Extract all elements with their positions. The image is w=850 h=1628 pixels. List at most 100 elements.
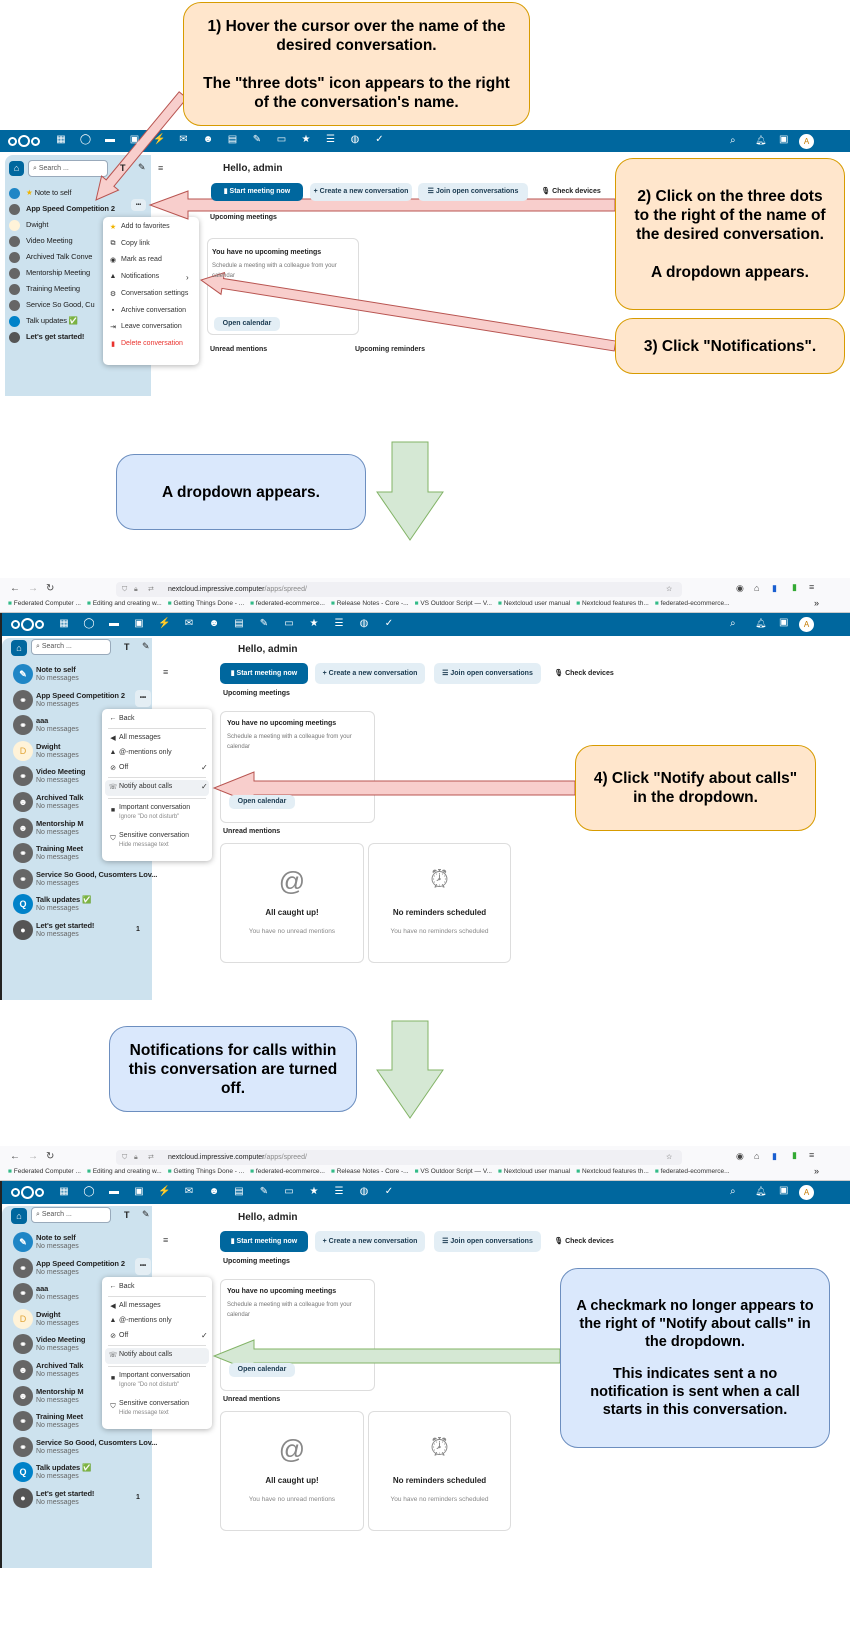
create-conversation-button[interactable]: + Create a new conversation bbox=[310, 183, 412, 201]
conversation-item[interactable]: ⚭ Service So Good, Cusomters Lov... No m… bbox=[6, 1435, 157, 1460]
conversation-actions-button[interactable]: ••• bbox=[135, 690, 151, 707]
forward-icon[interactable]: → bbox=[28, 583, 38, 594]
toggle-sidebar-icon[interactable]: ≡ bbox=[158, 163, 164, 173]
menu-item[interactable]: ▮ Delete conversation bbox=[108, 340, 196, 354]
join-open-button[interactable]: ☰ Join open conversations bbox=[434, 1231, 541, 1252]
search-icon[interactable]: ⌕ bbox=[730, 618, 736, 629]
submenu-item-back[interactable]: ← Back bbox=[105, 1280, 209, 1295]
conversation-item[interactable]: ★ Note to self bbox=[7, 186, 147, 201]
check-devices-button[interactable]: 🎙︎ Check devices bbox=[554, 1238, 614, 1245]
back-icon[interactable]: ← bbox=[10, 1151, 20, 1162]
bookmark-item[interactable]: ■ federated-ecommerce... bbox=[655, 600, 730, 607]
filter-icon[interactable]: T bbox=[124, 1210, 130, 1220]
conversation-actions-button[interactable]: ••• bbox=[131, 199, 146, 211]
contacts-icon[interactable]: ☻ bbox=[208, 618, 220, 629]
talk-icon[interactable]: ◯ bbox=[79, 134, 92, 145]
extensions-icon[interactable]: ⌂ bbox=[754, 583, 760, 593]
forward-icon[interactable]: → bbox=[28, 1151, 38, 1162]
submenu-item-notify_calls[interactable]: ☏ Notify about calls bbox=[105, 1348, 209, 1364]
files-icon[interactable]: ▬ bbox=[109, 618, 119, 629]
submenu-item-important[interactable]: ■ Important conversation Ignore "Do not … bbox=[105, 1369, 209, 1395]
conversation-item[interactable]: Q Talk updates ✅ No messages bbox=[6, 892, 150, 917]
photos-icon[interactable]: ▣ bbox=[129, 134, 140, 145]
open-calendar-button[interactable]: Open calendar bbox=[229, 1363, 295, 1377]
contacts-icon[interactable]: ▣ bbox=[779, 1185, 789, 1196]
more-bookmarks-button[interactable]: » bbox=[814, 598, 820, 608]
open-calendar-button[interactable]: Open calendar bbox=[229, 795, 295, 809]
conversation-item[interactable]: ⚭ Service So Good, Cusomters Lov... No m… bbox=[6, 867, 157, 892]
dashboard-icon[interactable]: ▦ bbox=[59, 1186, 69, 1197]
talk-icon[interactable]: ◯ bbox=[83, 1186, 95, 1197]
bookmark-item[interactable]: ■ Nextcloud features th... bbox=[576, 1168, 649, 1175]
filter-icon[interactable]: T bbox=[124, 642, 130, 652]
tasks-icon[interactable]: ☰ bbox=[334, 618, 344, 629]
reload-icon[interactable]: ↻ bbox=[46, 1151, 55, 1162]
submenu-item-important[interactable]: ■ Important conversation Ignore "Do not … bbox=[105, 801, 209, 827]
toggle-sidebar-icon[interactable]: ≡ bbox=[163, 1235, 169, 1245]
favorites-icon[interactable]: ★ bbox=[301, 134, 311, 145]
conversation-item[interactable]: D Dwight No messages bbox=[6, 1307, 150, 1332]
conversation-item[interactable]: Archived Talk Conve bbox=[7, 250, 147, 265]
tasks-icon[interactable]: ☰ bbox=[326, 134, 335, 145]
conversation-item[interactable]: ☻ Mentorship M No messages bbox=[6, 1384, 150, 1409]
bookmark-item[interactable]: ■ Release Notes - Core -... bbox=[331, 600, 409, 607]
dashboard-icon[interactable]: ▦ bbox=[56, 134, 66, 145]
files-icon[interactable]: ▬ bbox=[109, 1186, 119, 1197]
bookmark-item[interactable]: ■ Nextcloud user manual bbox=[498, 1168, 570, 1175]
tasks-icon[interactable]: ☰ bbox=[334, 1186, 344, 1197]
conversation-actions-button[interactable]: ••• bbox=[135, 1258, 151, 1275]
submenu-item-sensitive[interactable]: ⛉ Sensitive conversation Hide message te… bbox=[105, 829, 209, 855]
check-devices-button[interactable]: 🎙︎ Check devices bbox=[541, 188, 601, 195]
menu-icon[interactable]: ≡ bbox=[809, 1150, 815, 1160]
home-button[interactable]: ⌂ bbox=[11, 640, 27, 656]
create-conversation-button[interactable]: + Create a new conversation bbox=[315, 1231, 425, 1252]
deck-icon[interactable]: ▭ bbox=[284, 1186, 294, 1197]
favorites-icon[interactable]: ★ bbox=[309, 618, 319, 629]
checkmark-icon[interactable]: ✓ bbox=[375, 134, 384, 145]
conversation-item[interactable]: ☻ Archived Talk No messages bbox=[6, 1358, 150, 1383]
new-conversation-icon[interactable]: ✎ bbox=[138, 162, 146, 172]
conversation-item[interactable]: ⚭ Training Meet No messages bbox=[6, 1409, 150, 1434]
bookmark-item[interactable]: ■ federated-ecommerce... bbox=[655, 1168, 730, 1175]
globe-icon[interactable]: ◍ bbox=[350, 134, 360, 145]
bookmark-item[interactable]: ■ Nextcloud features th... bbox=[576, 600, 649, 607]
contacts-icon[interactable]: ▣ bbox=[779, 134, 789, 145]
globe-icon[interactable]: ◍ bbox=[359, 618, 369, 629]
bookmark-item[interactable]: ■ Editing and creating w... bbox=[87, 1168, 162, 1175]
toggle-sidebar-icon[interactable]: ≡ bbox=[163, 667, 169, 677]
start-meeting-button[interactable]: ▮ Start meeting now bbox=[211, 183, 303, 201]
menu-item[interactable]: ⚙ Conversation settings bbox=[108, 290, 196, 304]
checkmark-icon[interactable]: ✓ bbox=[384, 1186, 394, 1197]
conversation-item[interactable]: ● Let's get started! No messages 1 bbox=[6, 918, 150, 943]
bookmark-item[interactable]: ■ VS Outdoor Script — V... bbox=[415, 1168, 492, 1175]
bookmark-item[interactable]: ■ Getting Things Done - ... bbox=[168, 600, 244, 607]
notes-icon[interactable]: ✎ bbox=[259, 1186, 269, 1197]
conversation-item[interactable]: ⚭ aaa No messages bbox=[6, 713, 150, 738]
bookmark-item[interactable]: ■ Nextcloud user manual bbox=[498, 600, 570, 607]
bookmark-item[interactable]: ■ Getting Things Done - ... bbox=[168, 1168, 244, 1175]
submenu-item-all_messages[interactable]: ◀ All messages bbox=[105, 731, 209, 746]
nextcloud-logo[interactable] bbox=[8, 135, 40, 147]
conversation-item[interactable]: Talk updates ✅ bbox=[7, 314, 147, 329]
menu-item[interactable]: ⇥ Leave conversation bbox=[108, 323, 196, 337]
start-meeting-button[interactable]: ▮ Start meeting now bbox=[220, 663, 308, 684]
url-bar[interactable]: ⛉ 🔒︎ ⇄ nextcloud.impressive.computer/app… bbox=[116, 1150, 682, 1165]
notes-icon[interactable]: ✎ bbox=[259, 618, 269, 629]
conversation-item[interactable]: Let's get started! bbox=[7, 330, 147, 345]
extensions-icon[interactable]: ⌂ bbox=[754, 1151, 760, 1161]
conversation-item[interactable]: Mentorship Meeting bbox=[7, 266, 147, 281]
conversation-item[interactable]: ⚭ App Speed Competition 2 No messages bbox=[6, 688, 150, 713]
files-icon[interactable]: ▬ bbox=[105, 134, 115, 145]
account-icon[interactable]: ◉ bbox=[736, 583, 744, 593]
mail-icon[interactable]: ✉ bbox=[184, 618, 194, 629]
account-icon[interactable]: ◉ bbox=[736, 1151, 744, 1161]
calendar-icon[interactable]: ▤ bbox=[227, 134, 238, 145]
contacts-icon[interactable]: ▣ bbox=[779, 617, 789, 628]
menu-item[interactable]: ▲ Notifications› bbox=[108, 273, 196, 287]
conversation-item[interactable]: Service So Good, Cu bbox=[7, 298, 147, 313]
more-bookmarks-button[interactable]: » bbox=[814, 1166, 820, 1176]
notifications-bell-icon[interactable]: 🔔︎ bbox=[755, 618, 767, 628]
nextcloud-logo[interactable] bbox=[11, 1186, 44, 1199]
mail-icon[interactable]: ✉ bbox=[184, 1186, 194, 1197]
notifications-bell-icon[interactable]: 🔔︎ bbox=[755, 1186, 767, 1196]
